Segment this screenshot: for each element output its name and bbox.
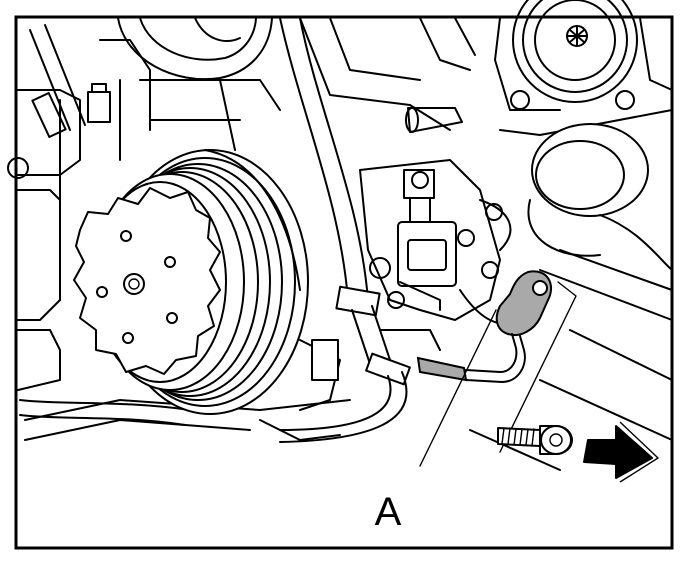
callout-label: A (375, 490, 402, 534)
arrow-right-icon (583, 421, 660, 483)
sensor-bracket-highlight (416, 270, 577, 467)
background-engine-block (7, 0, 673, 471)
pump-assembly (359, 107, 521, 351)
bolt-removed (497, 425, 573, 455)
ac-hose (19, 17, 411, 443)
ac-compressor (73, 149, 341, 441)
